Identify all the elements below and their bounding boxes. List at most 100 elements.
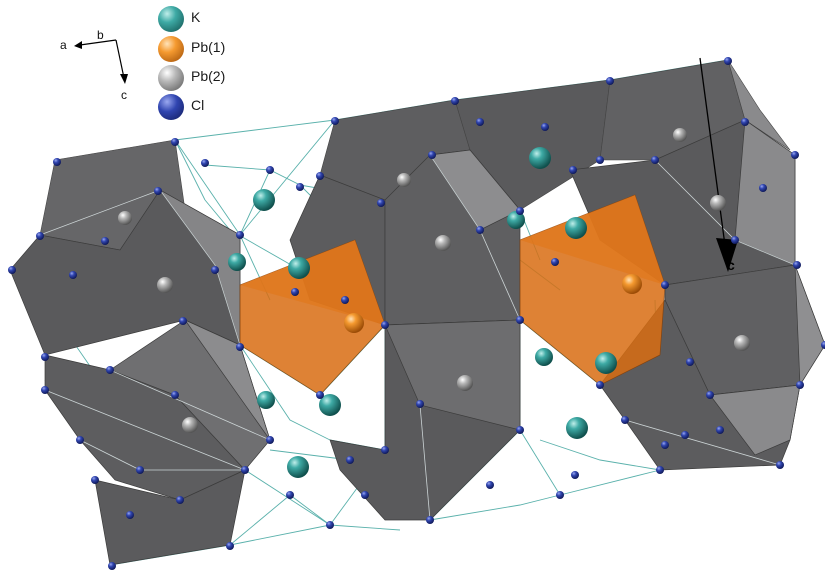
c-direction-arrow: c xyxy=(699,57,738,273)
k-atom xyxy=(319,394,341,416)
cl-atom xyxy=(361,491,369,499)
cl-atom xyxy=(596,381,604,389)
pb2-atom xyxy=(734,335,750,351)
cl-atom xyxy=(759,184,767,192)
cl-atom xyxy=(226,542,234,550)
cl-atom xyxy=(136,466,144,474)
cl-atom xyxy=(296,183,304,191)
cl-atom xyxy=(346,456,354,464)
cl-atom xyxy=(516,426,524,434)
cl-atom xyxy=(176,496,184,504)
legend-item-cl: Cl xyxy=(158,92,248,120)
cl-atom xyxy=(821,341,825,349)
pb1-atom xyxy=(344,313,364,333)
k-atoms xyxy=(228,147,617,478)
cl-atom xyxy=(41,386,49,394)
cl-atom xyxy=(266,166,274,174)
cl-atom xyxy=(541,123,549,131)
cl-atom xyxy=(53,158,61,166)
cl-atom xyxy=(486,481,494,489)
cl-atom xyxy=(8,266,16,274)
k-atom xyxy=(529,147,551,169)
cl-atom xyxy=(326,521,334,529)
pb2-atom-icon xyxy=(158,65,184,91)
pb1-atoms xyxy=(344,274,642,333)
cl-atom xyxy=(681,431,689,439)
cl-atom xyxy=(377,199,385,207)
cl-atom xyxy=(661,281,669,289)
cl-atom xyxy=(556,491,564,499)
cl-atom xyxy=(428,151,436,159)
axes-indicator: a b c xyxy=(48,26,138,108)
cl-atom xyxy=(381,321,389,329)
cl-atom xyxy=(606,77,614,85)
axis-c-label: c xyxy=(121,88,127,102)
cl-atom xyxy=(171,138,179,146)
pb2-atom xyxy=(710,195,726,211)
k-atom xyxy=(228,253,246,271)
pb1-polyhedra xyxy=(239,194,666,396)
cl-atom xyxy=(341,296,349,304)
cl-atom xyxy=(791,151,799,159)
pb2-atom xyxy=(457,375,473,391)
cl-atom xyxy=(108,562,116,570)
cl-atom xyxy=(516,316,524,324)
cl-atom xyxy=(661,441,669,449)
cl-atom xyxy=(706,391,714,399)
cl-atom xyxy=(476,118,484,126)
pb1-atom-icon xyxy=(158,36,184,62)
k-atom xyxy=(595,352,617,374)
cl-atom xyxy=(516,207,524,215)
k-atom xyxy=(288,257,310,279)
cl-atom xyxy=(416,400,424,408)
cl-atom xyxy=(796,381,804,389)
cl-atom xyxy=(451,97,459,105)
pb2-atom xyxy=(673,128,687,142)
cl-atom xyxy=(41,353,49,361)
pb2-atom xyxy=(397,173,411,187)
c-direction-label: c xyxy=(727,257,735,273)
legend-item-pb1: Pb(1) xyxy=(158,34,248,62)
pb1-atom xyxy=(622,274,642,294)
pb2-atom xyxy=(182,417,198,433)
axis-b-label: b xyxy=(97,28,104,42)
cl-atom xyxy=(651,156,659,164)
cl-atom xyxy=(201,159,209,167)
axis-a-label: a xyxy=(60,38,67,52)
axes-arrows-icon xyxy=(74,39,128,84)
cl-atom-icon xyxy=(158,94,184,120)
cl-atom xyxy=(381,446,389,454)
k-atom xyxy=(257,391,275,409)
k-atom xyxy=(565,217,587,239)
cl-atom xyxy=(621,416,629,424)
legend-label: K xyxy=(191,9,201,25)
cl-atom xyxy=(686,358,694,366)
cl-atom xyxy=(716,426,724,434)
legend-item-pb2: Pb(2) xyxy=(158,63,248,91)
k-atom-icon xyxy=(158,6,184,32)
cl-atom xyxy=(236,231,244,239)
cl-atom xyxy=(316,172,324,180)
cl-atom xyxy=(596,156,604,164)
cl-atom xyxy=(154,187,162,195)
cl-atom xyxy=(731,236,739,244)
k-atom xyxy=(535,348,553,366)
pb2-atom xyxy=(118,211,132,225)
cl-atom xyxy=(331,117,339,125)
pb2-atoms xyxy=(118,128,750,433)
cl-atom xyxy=(569,166,577,174)
cl-atom xyxy=(236,343,244,351)
cl-atom xyxy=(571,471,579,479)
cl-atom xyxy=(91,476,99,484)
cl-atom xyxy=(291,288,299,296)
cl-atom xyxy=(36,232,44,240)
cl-atom xyxy=(106,366,114,374)
pb2-atom xyxy=(435,235,451,251)
cl-atom xyxy=(741,118,749,126)
k-atom xyxy=(253,189,275,211)
cl-atom xyxy=(101,237,109,245)
cl-atom xyxy=(316,391,324,399)
cl-atom xyxy=(793,261,801,269)
cl-atoms xyxy=(8,57,825,570)
